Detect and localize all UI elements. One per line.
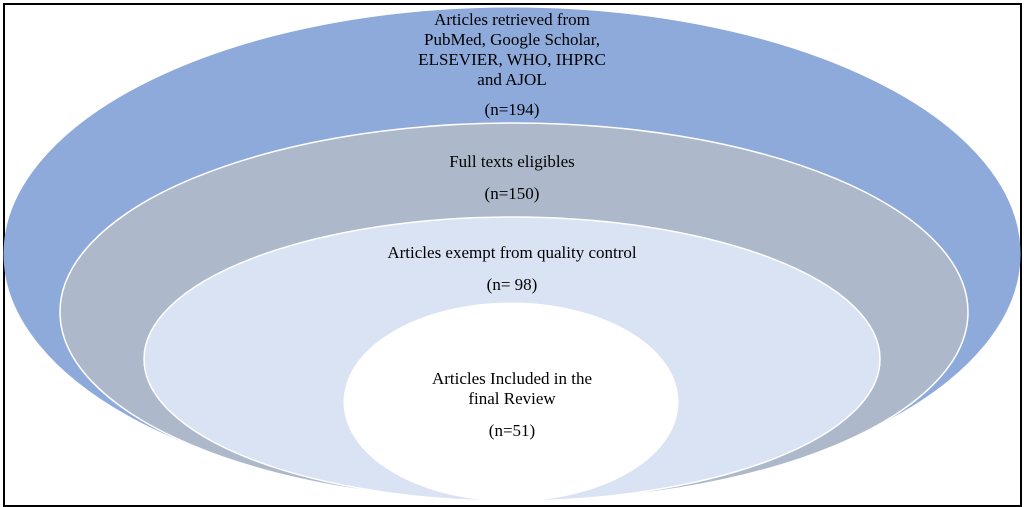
label-line: Articles Included in the: [431, 369, 593, 388]
label-line: PubMed, Google Scholar,: [424, 30, 600, 49]
label-line: ELSEVIER, WHO, IHPRC: [418, 50, 606, 69]
count-label: (n=194): [484, 100, 540, 119]
label-line: final Review: [468, 389, 556, 408]
label-line: Articles retrieved from: [434, 10, 590, 29]
level-quality-control-label: Articles exempt from quality control (n=…: [387, 243, 636, 295]
level-included-label: Articles Included in the final Review (n…: [432, 369, 592, 441]
label-line: and AJOL: [477, 70, 547, 89]
label-line: Articles exempt from quality control: [387, 243, 637, 262]
ellipse-included: [343, 302, 679, 502]
label-line: Full texts eligibles: [449, 152, 575, 171]
count-label: (n= 98): [486, 275, 538, 294]
count-label: (n=150): [484, 184, 540, 203]
level-retrieved-label: Articles retrieved from PubMed, Google S…: [418, 10, 606, 120]
level-eligible-label: Full texts eligibles (n=150): [449, 152, 575, 204]
count-label: (n=51): [488, 421, 536, 440]
